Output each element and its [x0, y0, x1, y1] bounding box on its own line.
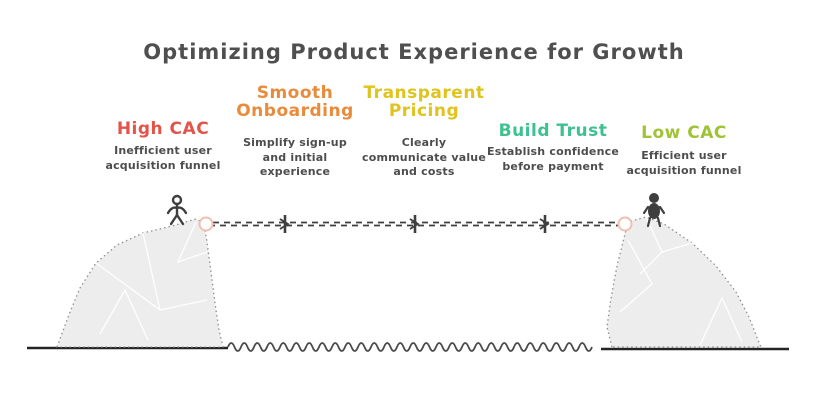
- stage-label-high-cac: High CAC: [116, 119, 210, 139]
- person-figure-right: [642, 193, 666, 228]
- stage-label-low-cac: Low CAC: [641, 123, 727, 143]
- milestone-marker: [409, 215, 420, 233]
- stage-description-high-cac: Inefficient user acquisition funnel: [105, 144, 221, 172]
- milestone-marker: [279, 215, 290, 233]
- diagram-title: Optimizing Product Experience for Growth: [143, 40, 685, 64]
- stage-label-build-trust: Build Trust: [498, 121, 608, 141]
- wave-line: [227, 342, 593, 352]
- cliff-right: [606, 216, 762, 348]
- stage-label-smooth-onboarding: Smooth Onboarding: [236, 83, 354, 122]
- person-figure-left: [166, 194, 188, 226]
- milestone-arrow-markers: [279, 215, 550, 233]
- cliff-left: [56, 218, 224, 348]
- milestone-marker: [539, 215, 550, 233]
- cliff-left-facets: [95, 221, 208, 341]
- anchor-point-left: [198, 216, 214, 232]
- anchor-point-right: [617, 216, 633, 232]
- stage-description-low-cac: Efficient user acquisition funnel: [626, 149, 742, 177]
- stage-description-smooth-onboarding: Simplify sign-up and initial experience: [243, 136, 347, 179]
- stage-label-transparent-pricing: Transparent Pricing: [363, 83, 485, 122]
- cliff-right-facets: [619, 216, 743, 346]
- stage-description-build-trust: Establish confidence before payment: [487, 145, 619, 173]
- stage-description-transparent-pricing: Clearly communicate value and costs: [362, 136, 486, 179]
